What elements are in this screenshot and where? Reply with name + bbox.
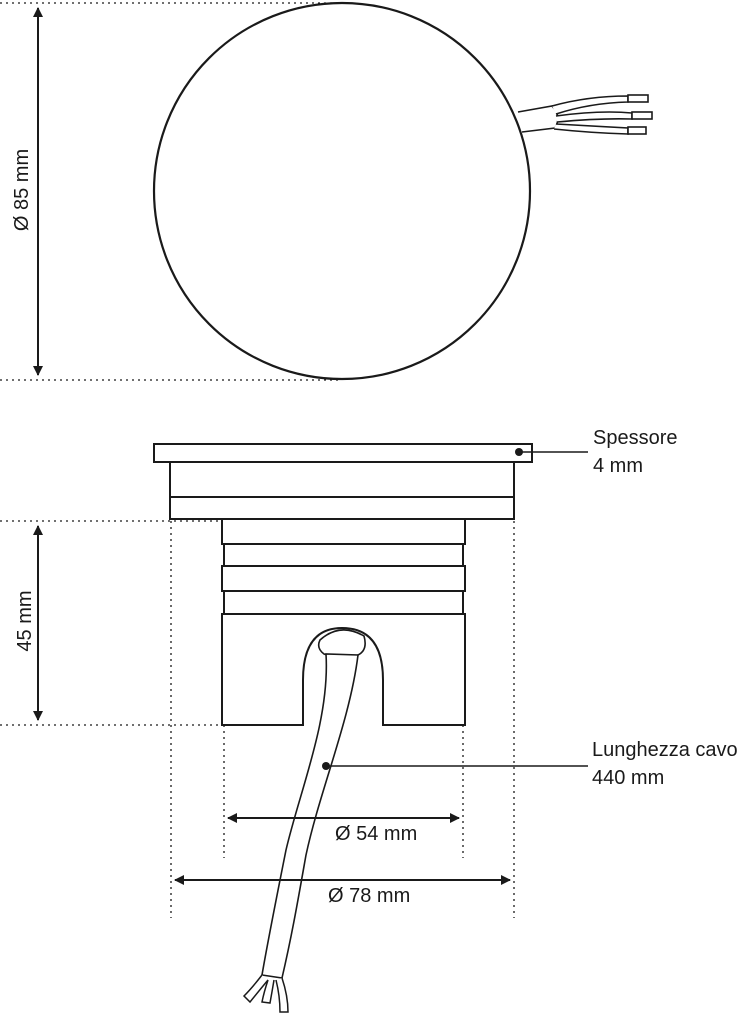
body-ring-3 [221, 565, 466, 592]
flange-plate [153, 443, 533, 463]
cable-length-callout-value: 440 mm [592, 767, 665, 789]
collar-lower [169, 496, 515, 520]
body-ring-2 [223, 543, 464, 567]
collar-upper [169, 461, 515, 498]
side-view [0, 443, 588, 1013]
wire-ends [242, 974, 289, 1013]
body-ring-4 [223, 590, 464, 615]
body-base [221, 613, 466, 726]
top-view [0, 1, 653, 381]
outer-diameter-label: Ø 85 mm [11, 148, 33, 232]
thickness-callout-title: Spessore [593, 427, 678, 449]
cable-length-callout-title: Lunghezza cavo [592, 739, 738, 761]
disc-outline [152, 1, 532, 381]
body-height-label: 45 mm [14, 590, 36, 652]
flange-diameter-label: Ø 78 mm [328, 885, 411, 907]
body-ring-1 [221, 518, 466, 545]
inner-diameter-label: Ø 54 mm [335, 823, 418, 845]
top-cable [517, 94, 653, 135]
cable-gland [317, 629, 366, 659]
thickness-callout-value: 4 mm [593, 455, 643, 477]
